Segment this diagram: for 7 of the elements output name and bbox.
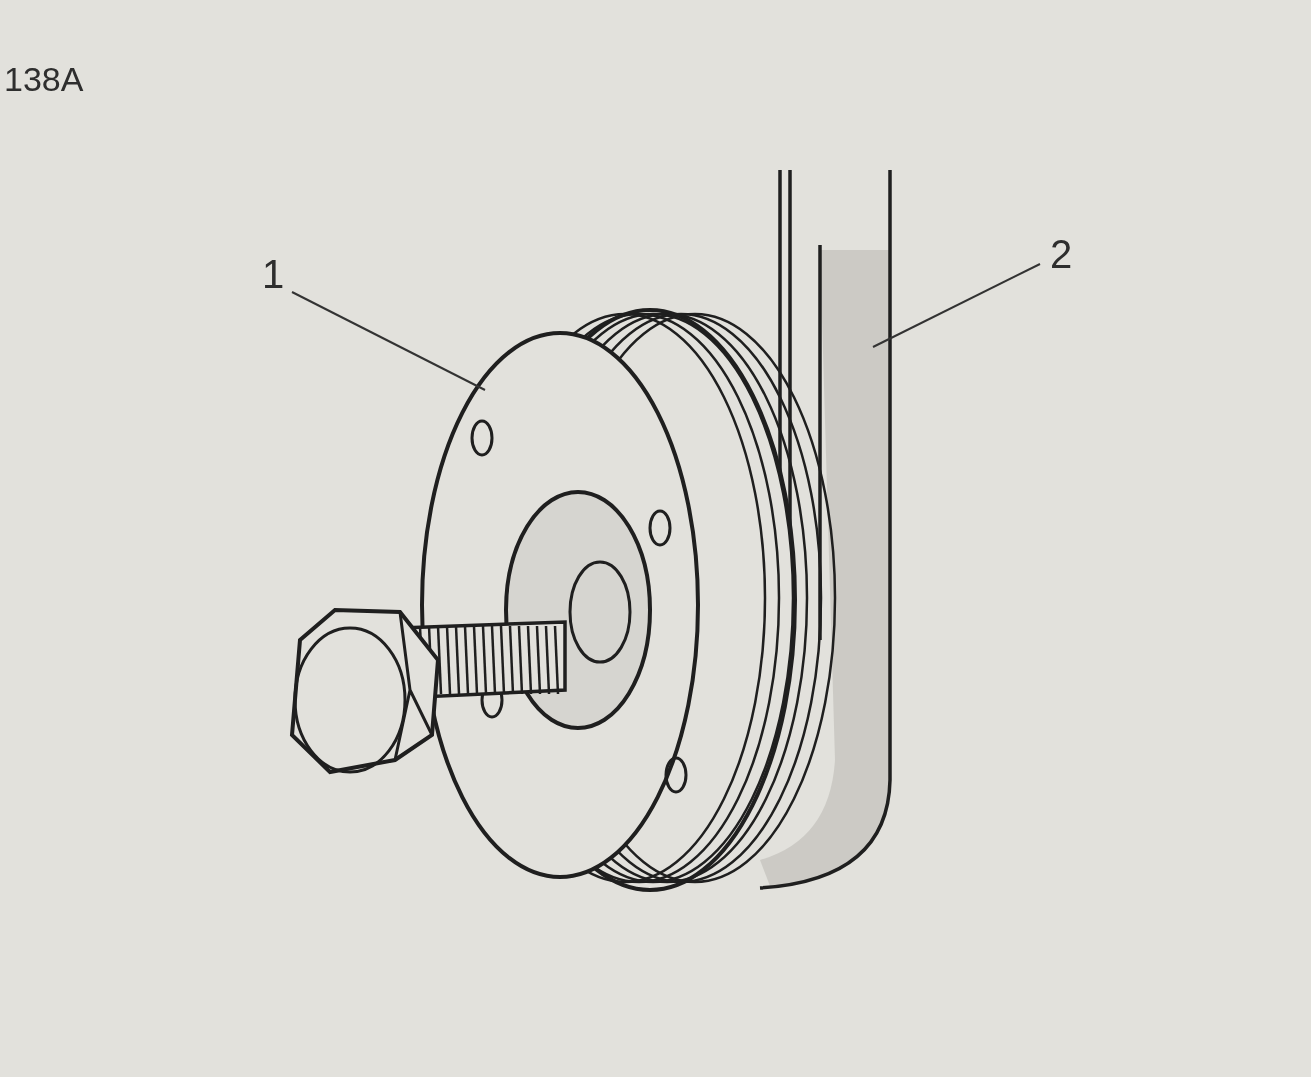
callout-number: 2 bbox=[1050, 234, 1073, 274]
callout-number: 1 bbox=[262, 254, 285, 294]
belt-drawing bbox=[758, 168, 892, 890]
leader-line bbox=[291, 291, 486, 391]
leader-line bbox=[872, 263, 1041, 348]
figure-number: 138A bbox=[4, 62, 84, 96]
pulley-drawing bbox=[289, 308, 837, 892]
